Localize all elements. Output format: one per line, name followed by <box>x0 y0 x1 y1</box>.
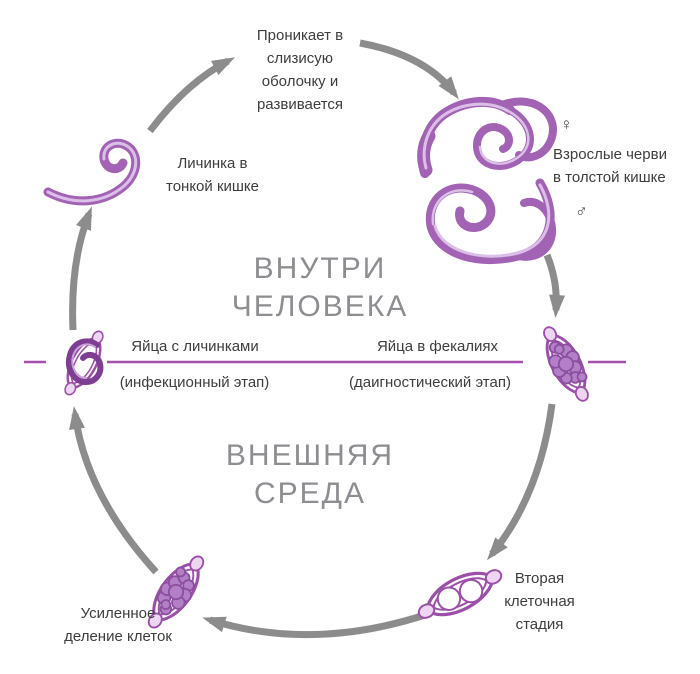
region-inside-human-line-1: ВНУТРИ <box>253 252 387 285</box>
adult-worms-icon <box>417 96 557 265</box>
egg-two-cell-icon <box>410 557 510 631</box>
label-cell-division-line-2: деление клеток <box>64 628 172 645</box>
label-two-cell-line-3: стадия <box>515 616 564 633</box>
label-larva: Личинка в тонкой кишке <box>150 152 275 198</box>
label-adult-worms: Взрослые черви в толстой кишке <box>553 143 698 189</box>
arrow-egg-to-two-cell <box>486 403 556 561</box>
label-two-cell-line-2: клеточная <box>504 593 575 610</box>
label-penetrate: Проникает в слизисую оболочку и развивае… <box>230 24 370 116</box>
male-worm-icon <box>425 178 556 265</box>
label-adult-worms-line-1: Взрослые черви <box>553 146 667 163</box>
egg-diagnostic-icon <box>532 319 600 409</box>
label-eggs-infective-title: Яйца с личинками <box>131 338 259 355</box>
arrow-infective-to-larva <box>69 206 93 331</box>
label-cell-division-line-1: Усиленное <box>80 605 156 622</box>
label-larva-line-2: тонкой кишке <box>166 178 259 195</box>
label-cell-division: Усиленное деление клеток <box>38 602 198 648</box>
larva-icon <box>43 138 141 206</box>
label-eggs-infective-subtitle: (инфекционный этап) <box>119 374 270 391</box>
arrow-larva-to-mucosa <box>147 57 236 134</box>
label-two-cell-line-1: Вторая <box>514 570 565 587</box>
egg-infective-icon <box>55 324 113 402</box>
label-two-cell: Вторая клеточная стадия <box>477 567 602 636</box>
arrow-adult-to-egg <box>543 253 566 318</box>
arrow-two-cell-to-division <box>202 610 430 639</box>
male-symbol: ♂ <box>575 202 588 221</box>
label-penetrate-line-1: Проникает в <box>256 27 344 44</box>
region-inside-human: ВНУТРИ ЧЕЛОВЕКА <box>220 250 420 326</box>
egg-larva-coil <box>66 338 104 386</box>
label-eggs-diagnostic-title: Яйца в фекалиях <box>376 338 499 355</box>
female-worm-icon <box>417 96 557 178</box>
label-adult-worms-line-2: в толстой кишке <box>553 169 666 186</box>
label-penetrate-line-2: слизисую <box>266 50 334 67</box>
label-penetrate-line-4: развивается <box>256 96 344 113</box>
label-eggs-diagnostic-subtitle: (даигностический этап) <box>349 374 511 391</box>
label-larva-line-1: Личинка в <box>177 155 248 172</box>
region-environment: ВНЕШНЯЯ СРЕДА <box>225 439 395 510</box>
label-penetrate-line-3: оболочку и <box>261 73 339 90</box>
region-inside-human-line-2: ЧЕЛОВЕКА <box>231 290 409 323</box>
cycle-arrows <box>69 39 566 639</box>
arrow-division-to-infective <box>69 406 159 575</box>
female-symbol: ♀ <box>560 115 573 134</box>
arrow-mucosa-to-adult <box>359 39 459 100</box>
